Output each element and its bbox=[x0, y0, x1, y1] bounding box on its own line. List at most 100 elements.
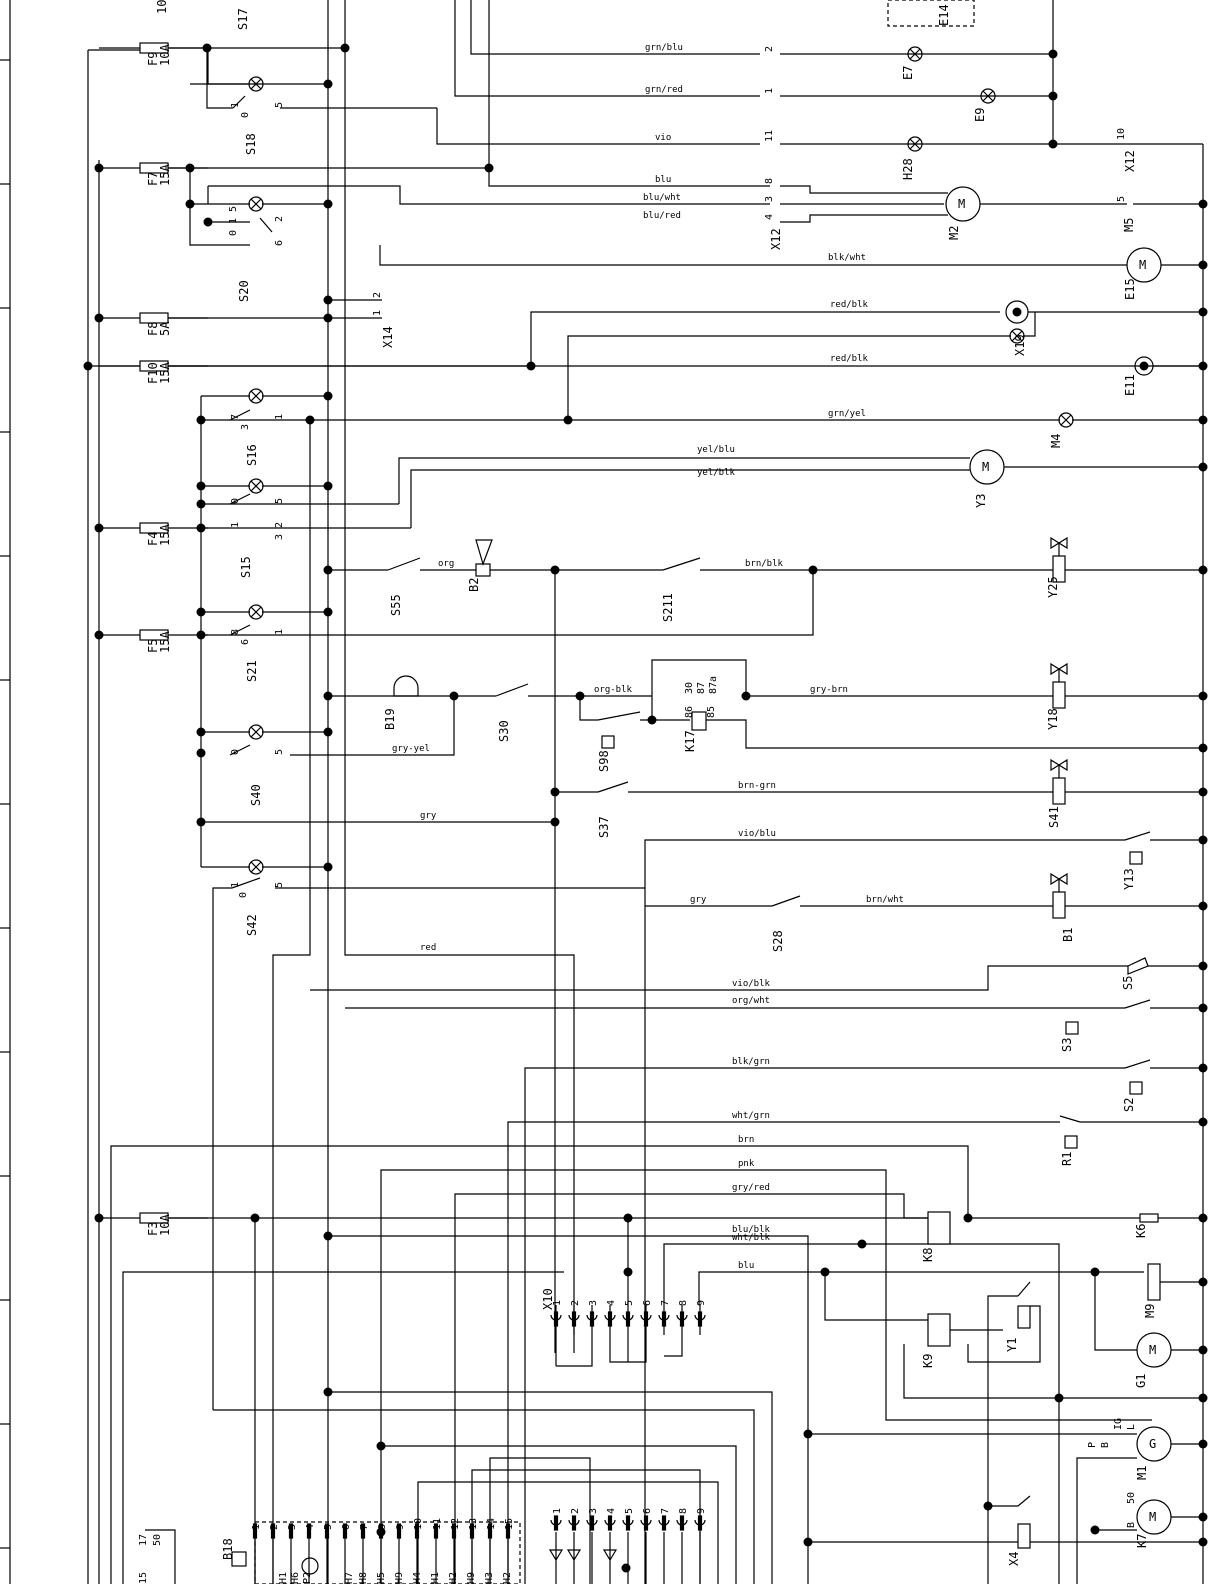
k17-pin: 30 bbox=[684, 682, 695, 694]
switch-mark: 5 bbox=[274, 102, 285, 108]
component-label: R1 bbox=[1060, 1152, 1074, 1166]
fuse-rating: 10A bbox=[158, 1214, 172, 1236]
junction-dot bbox=[323, 391, 333, 401]
connector-pin-body bbox=[589, 1515, 595, 1531]
switch-contact bbox=[229, 493, 251, 505]
x12-pin: 2 bbox=[764, 46, 775, 52]
lamp-cross bbox=[1011, 330, 1023, 342]
junction-dot bbox=[1198, 1537, 1208, 1547]
component-label: X4 bbox=[1007, 1552, 1021, 1566]
wire-segment bbox=[988, 1495, 1031, 1507]
wire-label: grn/red bbox=[645, 85, 683, 95]
wire-segment bbox=[644, 888, 772, 907]
wire-label: gry bbox=[420, 811, 437, 821]
wire-segment bbox=[1094, 1272, 1137, 1351]
junction-dot bbox=[1198, 565, 1208, 575]
wire-label: red bbox=[420, 943, 436, 953]
component-label: S98 bbox=[597, 750, 611, 772]
wire-segment bbox=[328, 1391, 773, 1584]
lamp-icon bbox=[1058, 412, 1074, 428]
fuse-icon bbox=[139, 162, 169, 174]
junction-dot bbox=[1198, 1277, 1208, 1287]
pressure-switch-icon bbox=[1064, 1135, 1078, 1149]
wire-label: blu/blk bbox=[732, 1225, 771, 1235]
switch-mark: 3 bbox=[274, 534, 285, 540]
connector-pin-body bbox=[607, 1515, 613, 1531]
wire-label: org-blk bbox=[594, 685, 633, 695]
connector-pin-body bbox=[571, 1515, 577, 1531]
component-label: K6 bbox=[1134, 1224, 1148, 1238]
horn-icon bbox=[475, 563, 491, 577]
wire-segment bbox=[272, 420, 311, 1584]
connector-pin-body bbox=[553, 1515, 559, 1531]
labels: F910AF715AF85AF1015AF415AF515AF310Ared/b… bbox=[138, 0, 1157, 1584]
component-label: X14 bbox=[381, 326, 395, 348]
switch-mark: 1 bbox=[230, 522, 241, 528]
component-label: Y1 bbox=[1005, 1338, 1019, 1352]
x10-pin: 3 bbox=[287, 1524, 298, 1530]
junction-dot bbox=[323, 1387, 333, 1397]
wire-segment bbox=[168, 311, 1000, 367]
junction-dot bbox=[1198, 260, 1208, 270]
junction-dot bbox=[196, 607, 206, 617]
junction-dot bbox=[963, 1213, 973, 1223]
fuse-partial: 10 bbox=[155, 0, 169, 14]
x10-pin: 6 bbox=[341, 1524, 352, 1530]
x10-pin: 13 bbox=[468, 1518, 479, 1530]
k17-pin: 85 bbox=[706, 706, 717, 718]
generator-icon bbox=[1136, 1426, 1172, 1462]
lamp-mark: H9 bbox=[394, 1572, 405, 1584]
component-label: Y13 bbox=[1122, 868, 1136, 890]
g1-pin: IG bbox=[1113, 1418, 1124, 1430]
connector-pin-body bbox=[270, 1523, 276, 1539]
component-label: E15 bbox=[1123, 278, 1137, 300]
switch-contact bbox=[229, 624, 251, 636]
valve-symbol bbox=[1050, 536, 1068, 556]
junction-dot bbox=[1198, 1063, 1208, 1073]
k17-pin: 87 bbox=[696, 682, 707, 694]
switch-contact bbox=[597, 711, 641, 721]
x12-pin: 8 bbox=[764, 178, 775, 184]
connector-pin-body bbox=[661, 1515, 667, 1531]
b18-pin: 5 bbox=[624, 1508, 635, 1514]
x10-pin: 10 bbox=[413, 1518, 424, 1530]
fuse-icon bbox=[139, 42, 169, 54]
switch-mark: 1 bbox=[230, 882, 241, 888]
wire-segment bbox=[436, 108, 760, 145]
lamp-icon bbox=[248, 859, 264, 875]
wire-segment bbox=[381, 1445, 737, 1584]
switch-contact bbox=[771, 895, 801, 907]
wire-segment bbox=[398, 457, 970, 504]
component-symbols bbox=[139, 0, 1172, 1584]
wire-label: grn/blu bbox=[645, 43, 683, 53]
wire-segment bbox=[903, 1344, 1203, 1399]
connector-pin-body bbox=[252, 1523, 258, 1539]
junction-dot bbox=[803, 1429, 813, 1439]
junction-dot bbox=[323, 727, 333, 737]
wire-segment bbox=[706, 719, 1203, 749]
switch-contact bbox=[231, 877, 261, 889]
wire-segment bbox=[208, 185, 770, 205]
connector-pin-body bbox=[625, 1515, 631, 1531]
wire-label: vio bbox=[655, 133, 671, 143]
resistor-icon bbox=[1139, 1213, 1159, 1223]
junction-dot bbox=[621, 1563, 631, 1573]
x10-pin: 5 bbox=[323, 1524, 334, 1530]
junction-dot bbox=[1198, 1393, 1208, 1403]
component-label: S40 bbox=[249, 784, 263, 806]
connector-pin-body bbox=[607, 1311, 613, 1327]
wire-segment bbox=[201, 570, 814, 636]
lamp-icon bbox=[248, 388, 264, 404]
gauge-icon bbox=[301, 1557, 319, 1575]
wire-label: blu bbox=[738, 1261, 754, 1271]
wire-segment bbox=[967, 1305, 1041, 1363]
lamp-cross bbox=[250, 606, 262, 618]
junction-dot bbox=[185, 163, 195, 173]
float-switch-icon bbox=[601, 735, 615, 749]
x10-pin: 12 bbox=[450, 1518, 461, 1530]
junction-dot bbox=[1198, 901, 1208, 911]
junction-dot bbox=[323, 199, 333, 209]
wire-label: vio/blu bbox=[738, 829, 776, 839]
relay-coil-icon bbox=[691, 711, 707, 731]
switch-mark: 1 bbox=[274, 629, 285, 635]
